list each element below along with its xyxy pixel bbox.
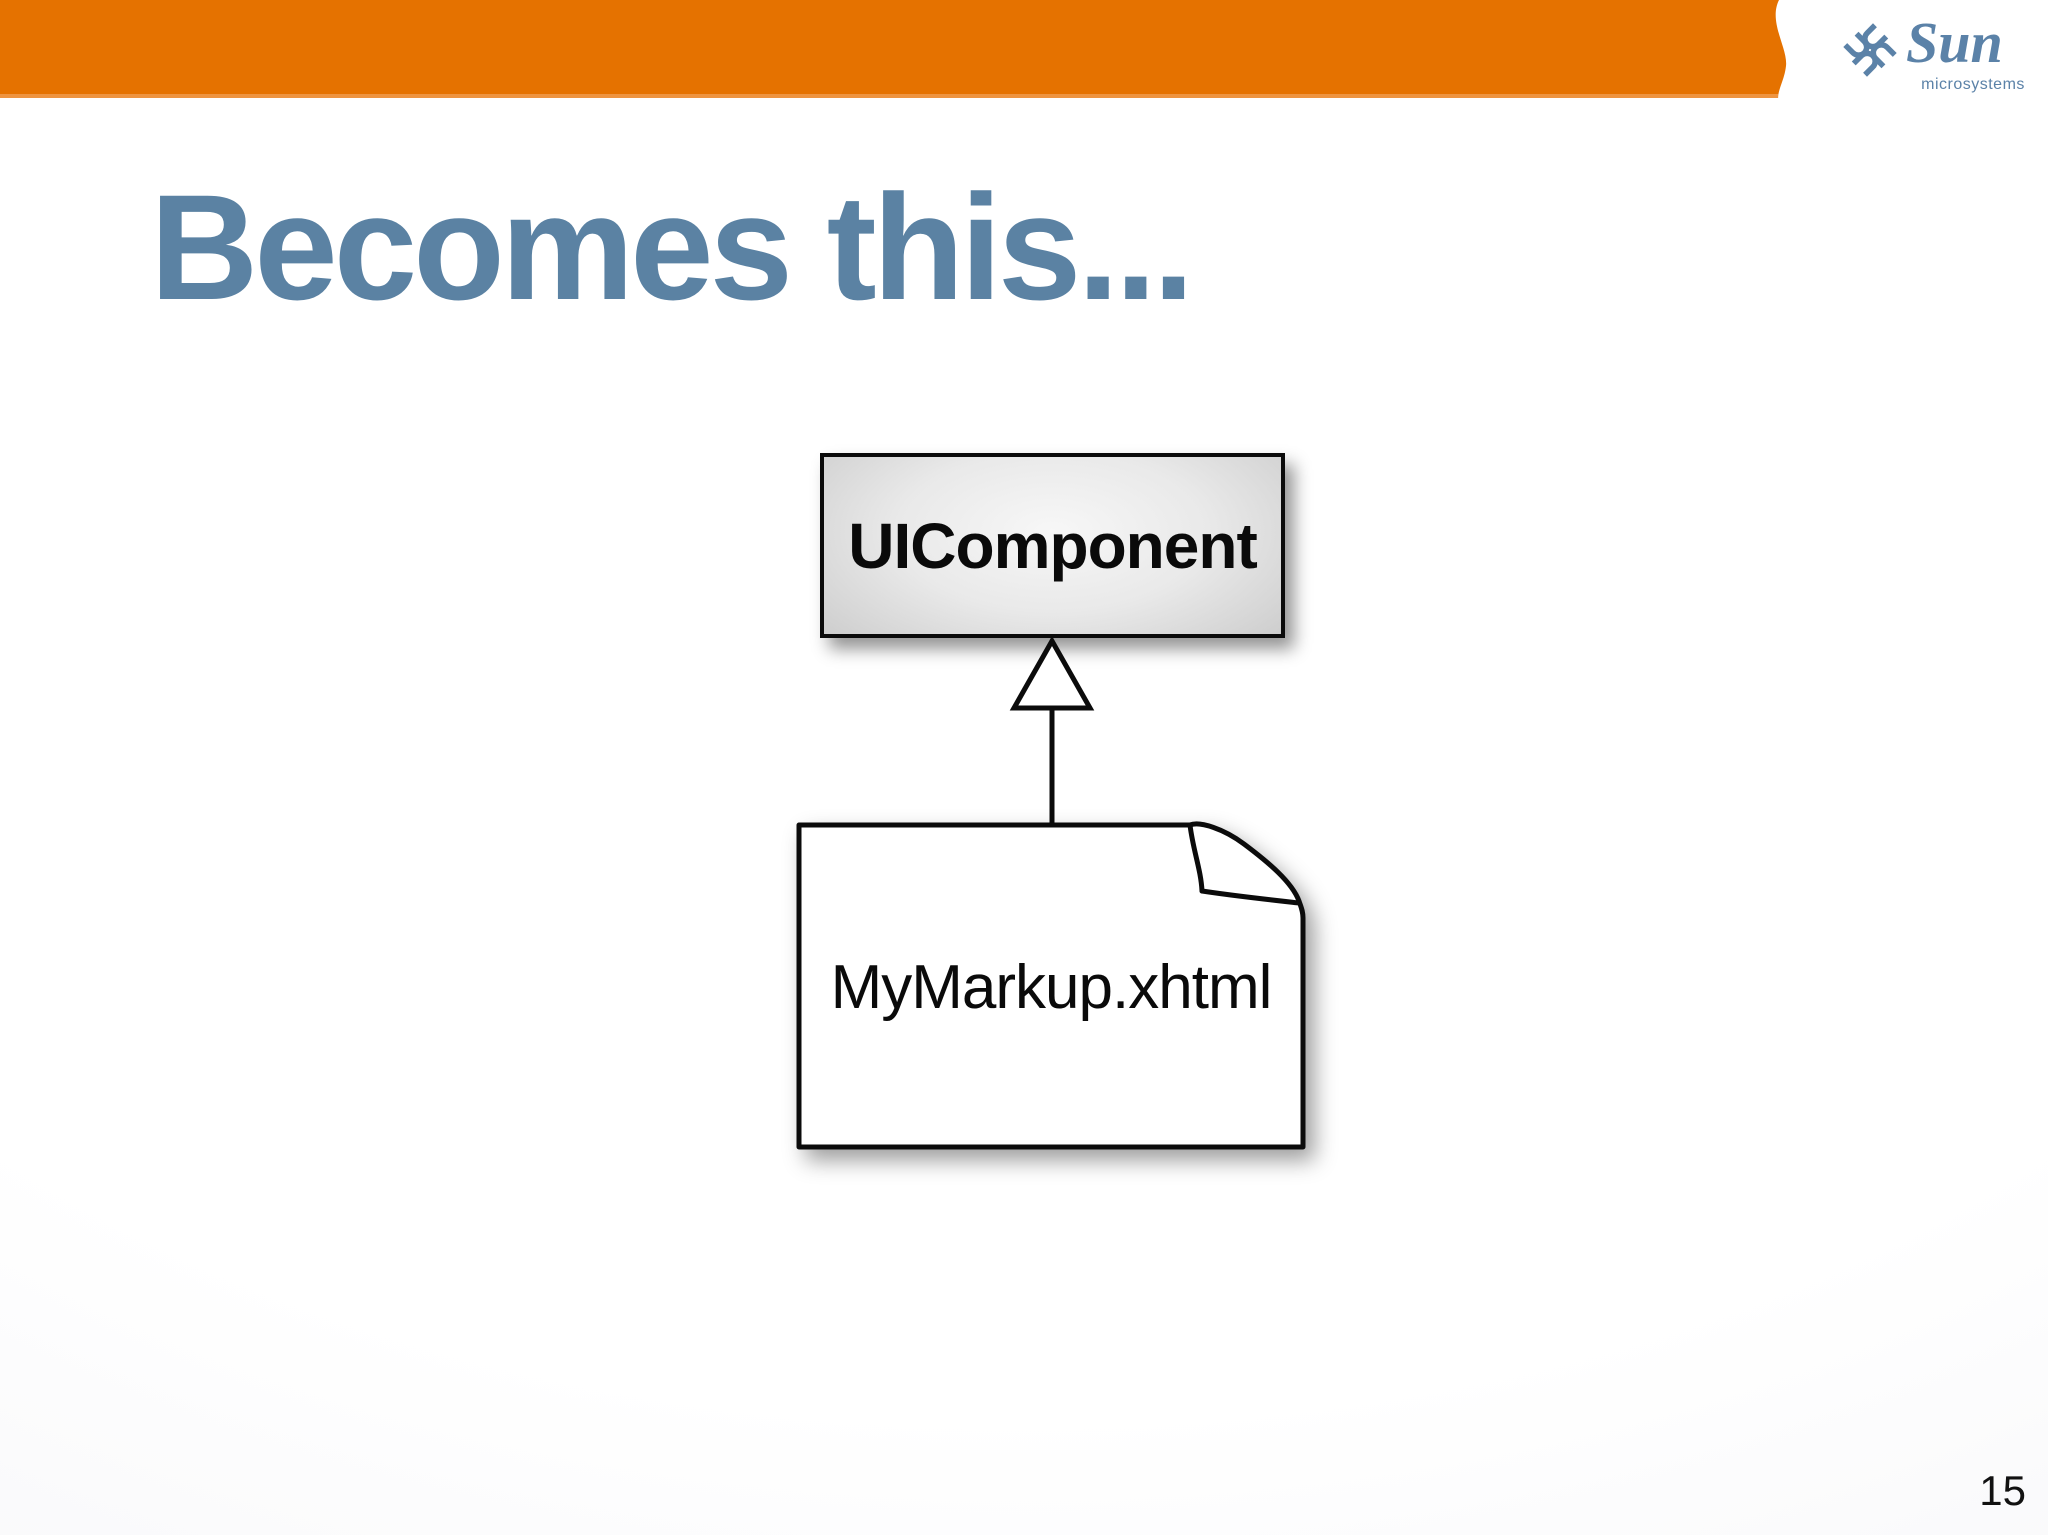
sun-logo-wordmark: Sun bbox=[1906, 10, 2003, 75]
header-bar: Sun microsystems bbox=[0, 0, 2048, 108]
header-band-shape bbox=[0, 0, 2048, 108]
class-box-label: UIComponent bbox=[848, 509, 1257, 582]
sun-logo-tagline: microsystems bbox=[1921, 76, 2025, 93]
sun-logo: Sun microsystems bbox=[1838, 12, 2043, 108]
document-shape bbox=[796, 821, 1306, 1150]
page-number: 15 bbox=[1979, 1467, 2026, 1514]
uicomponent-class-box: UIComponent bbox=[820, 453, 1285, 638]
page-title: Becomes this... bbox=[150, 163, 1194, 331]
document-label: MyMarkup.xhtml bbox=[830, 953, 1273, 1022]
sun-diamond-icon bbox=[1838, 23, 1902, 82]
generalization-arrow-icon bbox=[1009, 636, 1095, 828]
